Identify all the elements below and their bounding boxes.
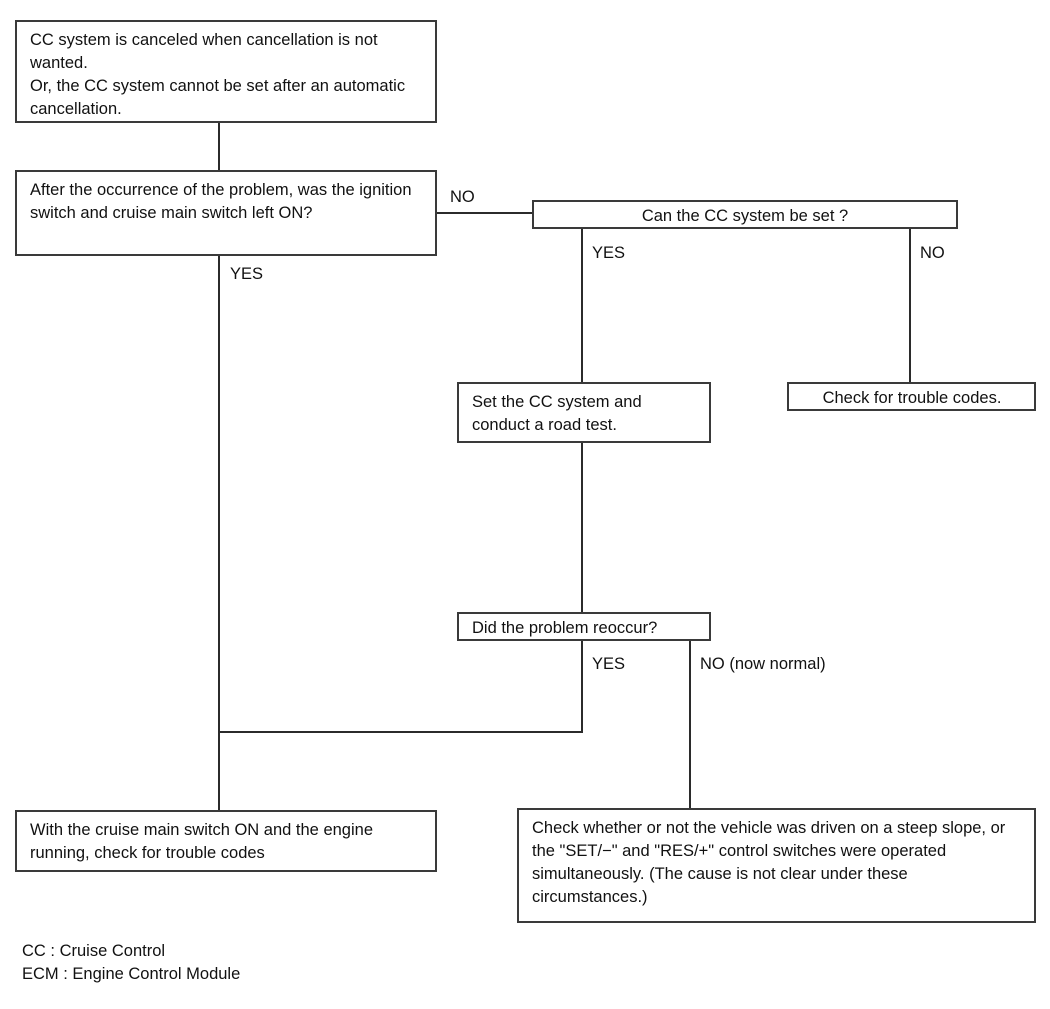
node-action-set-and-road-test-text: Set the CC system and conduct a road tes… xyxy=(472,393,642,434)
node-question-reoccur: Did the problem reoccur? xyxy=(457,612,711,641)
legend-abbreviations: CC : Cruise Control ECM : Engine Control… xyxy=(22,942,241,983)
edge-symptom-to-question xyxy=(218,122,220,171)
edge-label-switches-yes: YES xyxy=(230,265,264,283)
node-symptom-text: CC system is canceled when cancellation … xyxy=(30,31,406,118)
edge-can-set-yes-vertical xyxy=(581,228,583,383)
node-action-check-steep-slope-text: Check whether or not the vehicle was dri… xyxy=(532,819,1006,906)
edge-reoccur-yes-horizontal xyxy=(218,731,583,733)
node-question-reoccur-text: Did the problem reoccur? xyxy=(472,619,658,637)
node-action-cruise-on-check-codes-text: With the cruise main switch ON and the e… xyxy=(30,821,373,862)
node-question-switches-left-on: After the occurrence of the problem, was… xyxy=(15,170,437,256)
edge-switches-no-horizontal xyxy=(437,212,533,214)
node-question-switches-left-on-text: After the occurrence of the problem, was… xyxy=(30,181,412,222)
node-action-cruise-on-check-codes: With the cruise main switch ON and the e… xyxy=(15,810,437,872)
node-action-check-steep-slope: Check whether or not the vehicle was dri… xyxy=(517,808,1036,923)
edge-roadtest-to-reoccur xyxy=(581,442,583,613)
edge-label-reoccur-yes: YES xyxy=(592,655,626,673)
node-action-set-and-road-test: Set the CC system and conduct a road tes… xyxy=(457,382,711,443)
edge-reoccur-no-vertical xyxy=(689,640,691,809)
node-question-can-set: Can the CC system be set ? xyxy=(532,200,958,229)
edge-switches-yes-vertical xyxy=(218,255,220,811)
node-question-can-set-text: Can the CC system be set ? xyxy=(641,207,849,225)
node-action-check-trouble-codes: Check for trouble codes. xyxy=(787,382,1036,411)
edge-can-set-no-vertical xyxy=(909,228,911,382)
edge-label-reoccur-no: NO (now normal) xyxy=(700,655,826,673)
edge-label-can-set-no: NO xyxy=(920,244,945,262)
edge-label-switches-no: NO xyxy=(450,188,475,206)
node-action-check-trouble-codes-text: Check for trouble codes. xyxy=(822,389,1002,407)
node-symptom: CC system is canceled when cancellation … xyxy=(15,20,437,123)
edge-reoccur-yes-vertical xyxy=(581,640,583,733)
edge-label-can-set-yes: YES xyxy=(592,244,626,262)
